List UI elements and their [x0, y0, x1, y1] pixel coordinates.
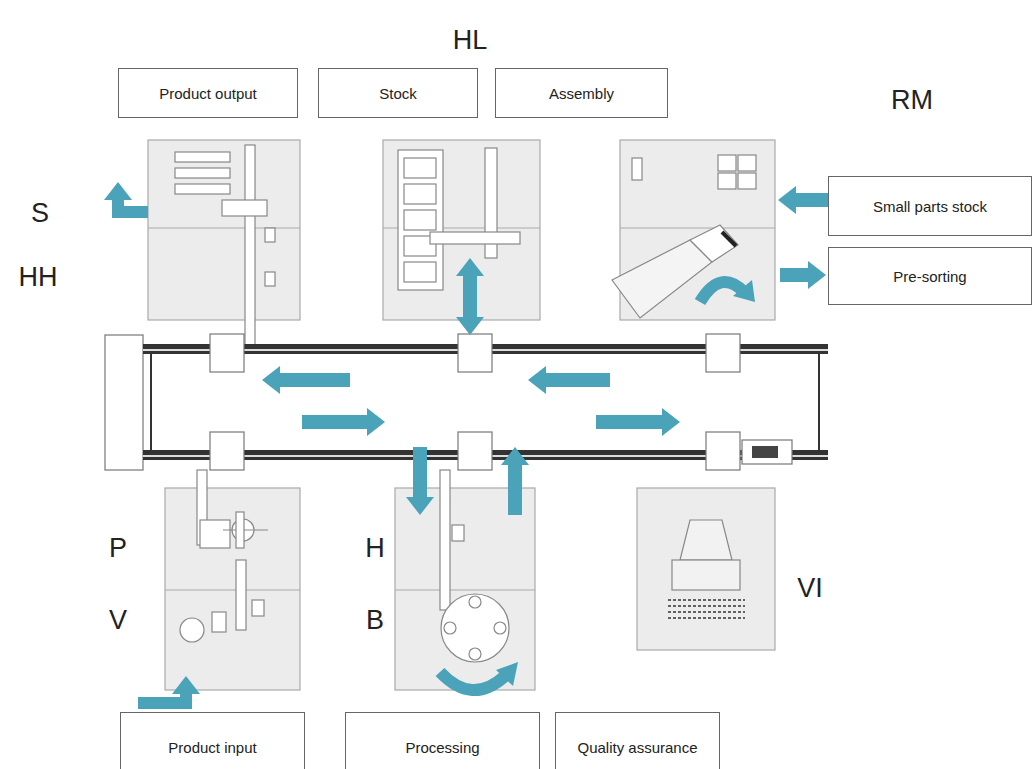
box-text: Pre-sorting [893, 268, 966, 285]
station-code: H [365, 533, 385, 564]
conveyor [105, 334, 828, 470]
station-code: V [109, 605, 127, 636]
station-code: S [31, 198, 49, 229]
station-code: RM [891, 85, 933, 116]
label-box: Small parts stock [828, 176, 1032, 236]
camera-grid [668, 600, 745, 618]
box-text: Small parts stock [873, 198, 987, 215]
station-code: B [366, 605, 384, 636]
station-code: VI [797, 573, 823, 604]
label-box: Product output [118, 68, 298, 118]
flow-arrows [104, 182, 828, 694]
label-box: Assembly [495, 68, 668, 118]
module-details [175, 145, 756, 662]
label-box: Processing [345, 712, 540, 769]
station-code: HH [19, 262, 58, 293]
station-code: P [109, 533, 127, 564]
box-text: Quality assurance [577, 739, 697, 756]
box-text: Stock [379, 85, 417, 102]
box-text: Processing [405, 739, 479, 756]
box-text: Product output [159, 85, 257, 102]
modules [148, 140, 775, 690]
box-text: Product input [168, 739, 256, 756]
station-code: HL [453, 25, 488, 56]
label-box: Quality assurance [555, 712, 720, 769]
label-box: Product input [120, 712, 305, 769]
bent-arrows [118, 198, 744, 703]
label-box: Stock [318, 68, 478, 118]
box-text: Assembly [549, 85, 614, 102]
label-box: Pre-sorting [828, 247, 1032, 305]
